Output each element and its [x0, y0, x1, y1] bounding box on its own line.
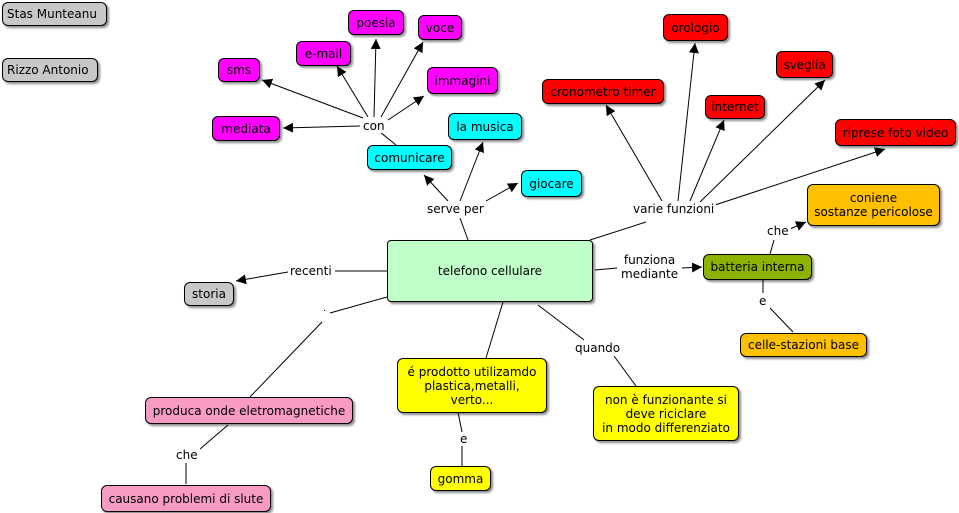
- node-sms[interactable]: sms: [218, 58, 260, 82]
- link-label-serve-per: serve per: [425, 202, 486, 216]
- link-label-varie-funzioni: varie funzioni: [631, 202, 717, 216]
- arrow-funziona-batteria: [681, 262, 703, 273]
- author-box-2[interactable]: Rizzo Antonio: [2, 58, 98, 82]
- node-email[interactable]: e-mail: [296, 41, 351, 66]
- node-voce[interactable]: voce: [418, 15, 462, 40]
- line-prodotto-e: [457, 411, 463, 433]
- line-batteria-che: [769, 239, 775, 255]
- node-cronometro[interactable]: cronometro timer: [542, 79, 664, 104]
- node-storia[interactable]: storia: [184, 282, 234, 306]
- node-la-musica[interactable]: la musica: [448, 113, 522, 140]
- center-node[interactable]: telefono cellulare: [387, 240, 593, 302]
- link-label-funziona-mediante: funziona mediante: [619, 253, 681, 281]
- node-batteria[interactable]: batteria interna: [703, 254, 812, 280]
- author-box-1[interactable]: Stas Munteanu: [2, 2, 107, 26]
- arrow-con-sms: [261, 78, 364, 119]
- node-sveglia[interactable]: sveglia: [776, 51, 833, 78]
- arrow-vf-sveglia: [699, 79, 826, 203]
- line-onde-che: [199, 424, 229, 450]
- arrow-vf-orologio: [677, 42, 699, 202]
- node-poesia[interactable]: poesia: [348, 10, 404, 35]
- link-label-quando: quando: [573, 341, 623, 355]
- line-dot-onde: [249, 321, 323, 398]
- line-center-funziona: [594, 267, 618, 271]
- arrow-con-mediata: [282, 122, 361, 133]
- node-riprese[interactable]: riprese foto video: [835, 119, 956, 146]
- line-e-celle: [769, 307, 794, 333]
- node-immagini[interactable]: immagini: [427, 67, 498, 94]
- node-onde[interactable]: produca onde eletromagnetiche: [145, 397, 353, 424]
- link-label-con: con: [361, 119, 387, 133]
- line-center-variefunzioni: [589, 221, 647, 241]
- arrow-vf-cronometro: [605, 104, 663, 202]
- arrow-recenti-storia: [235, 271, 289, 285]
- link-label-e-right: e: [757, 294, 769, 308]
- arrow-serveper-lamusica: [459, 141, 485, 202]
- link-label-e-bottom: e: [458, 432, 470, 446]
- node-comunicare[interactable]: comunicare: [367, 145, 452, 170]
- arrow-con-immagini: [387, 95, 425, 121]
- node-sostanze[interactable]: coniene sostanze pericolose: [807, 184, 940, 226]
- line-center-serveper: [459, 217, 469, 241]
- arrow-serveper-giocare: [485, 182, 519, 202]
- node-celle[interactable]: celle-stazioni base: [740, 333, 867, 357]
- link-label-che-bottom: che: [174, 448, 200, 462]
- arrow-con-email: [336, 65, 369, 118]
- node-giocare[interactable]: giocare: [521, 170, 582, 197]
- link-label-che-top: che: [765, 224, 791, 238]
- arrow-con-poesia: [370, 38, 381, 118]
- node-orologio[interactable]: orologio: [663, 14, 728, 41]
- arrow-vf-internet: [689, 119, 725, 202]
- node-prodotto[interactable]: é prodotto utilizamdo plastica,metalli, …: [397, 358, 547, 413]
- line-center-quando: [537, 304, 585, 341]
- arrow-vf-riprese: [714, 147, 886, 206]
- node-gomma[interactable]: gomma: [430, 466, 491, 491]
- line-quando-riciclare: [613, 355, 637, 387]
- node-internet[interactable]: internet: [705, 95, 765, 119]
- line-center-dot: [329, 296, 388, 314]
- node-mediata[interactable]: mediata: [212, 116, 280, 141]
- arrow-serveper-comunicare: [423, 174, 449, 202]
- node-problemi[interactable]: causano problemi di slute: [101, 485, 271, 512]
- node-riciclare[interactable]: non è funzionante si deve riciclare in m…: [593, 386, 739, 441]
- line-comunicare-con: [379, 131, 397, 146]
- arrow-che-sostanze: [789, 221, 807, 231]
- line-center-prodotto: [485, 301, 504, 359]
- link-label-recenti: recenti: [288, 264, 334, 278]
- link-label-dot: .: [321, 303, 329, 314]
- arrow-con-voce: [380, 41, 424, 118]
